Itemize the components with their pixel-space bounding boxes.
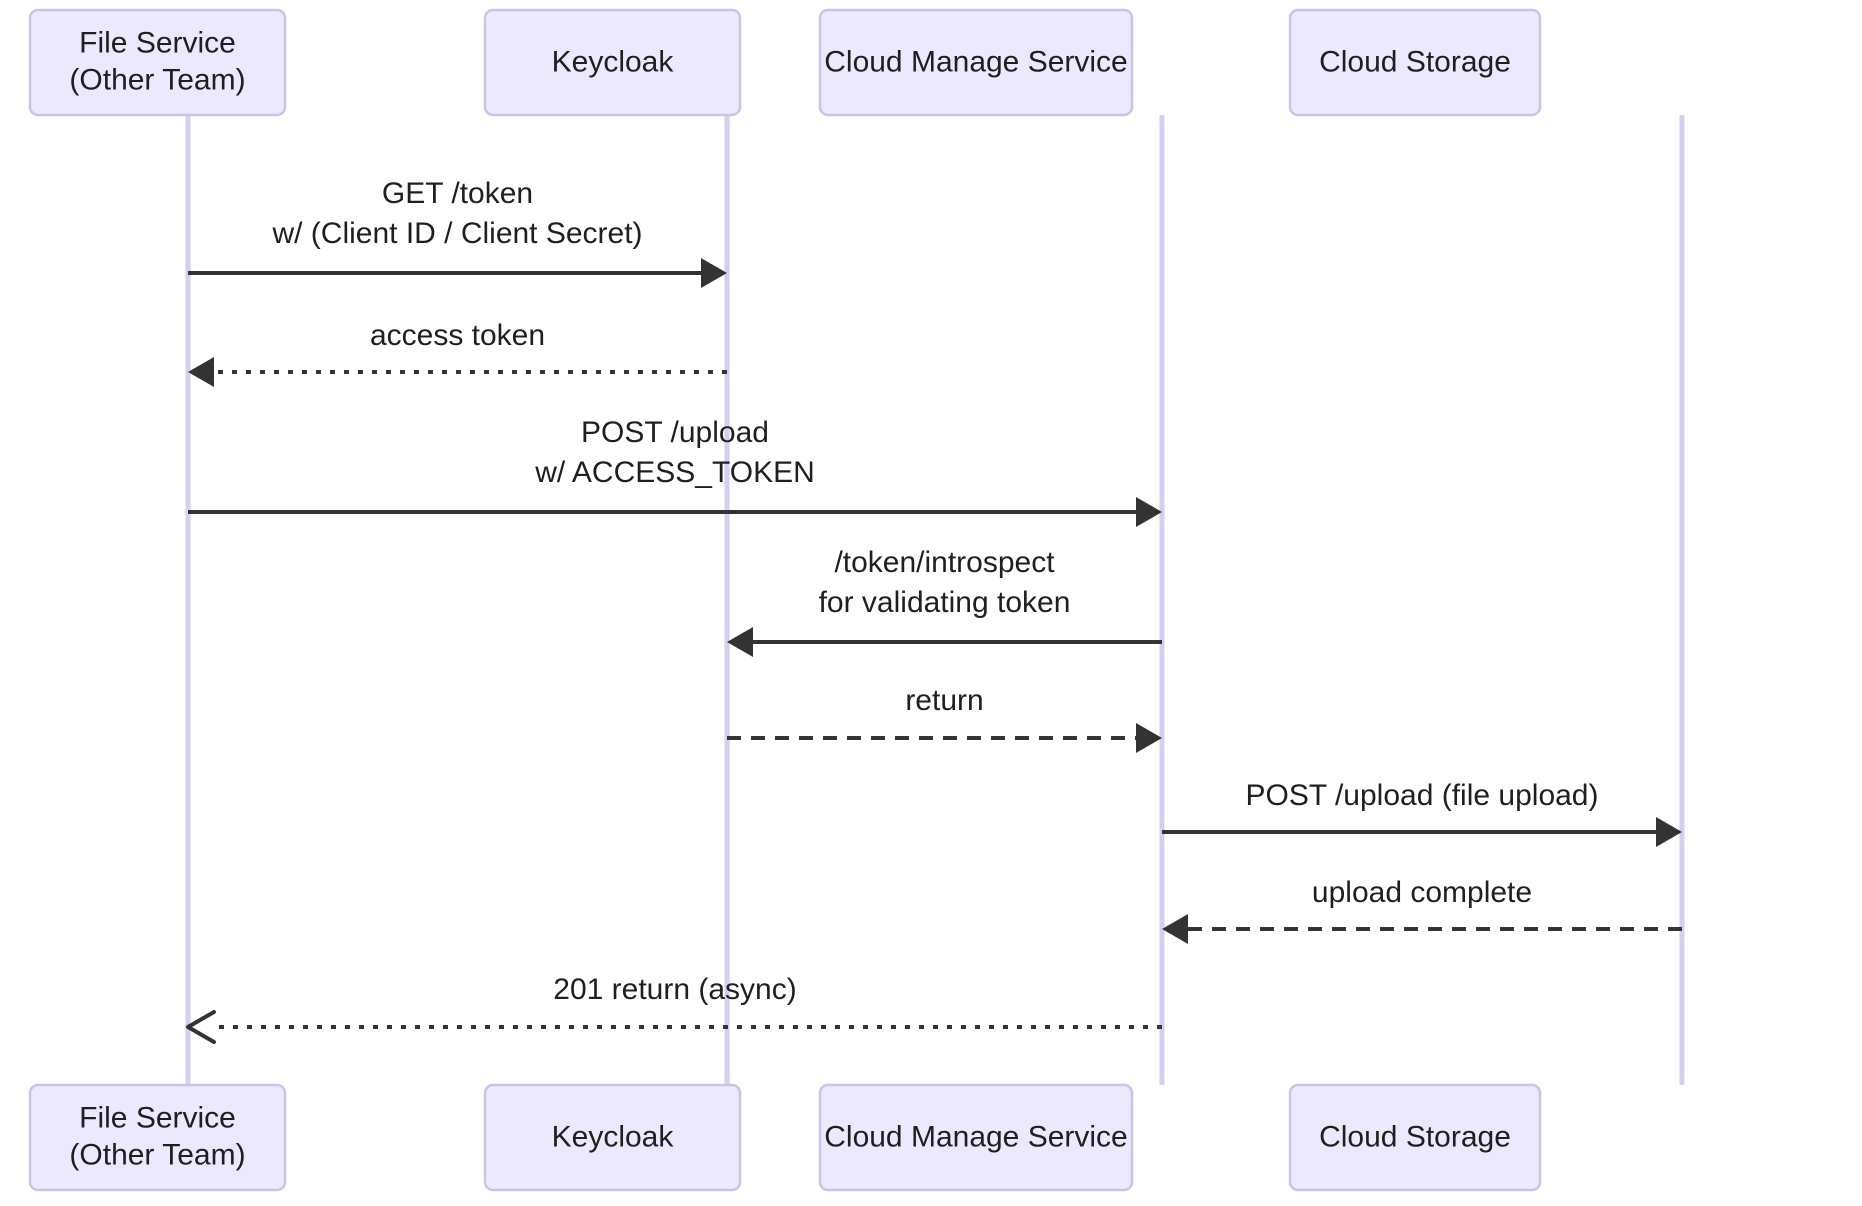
arrowhead-icon <box>701 258 727 288</box>
participant-box-rect <box>1288 1083 1542 1192</box>
message-label: upload complete <box>1312 876 1532 909</box>
message-1-file-service-to-keycloak[interactable]: GET /token w/ (Client ID / Client Secret) <box>188 177 727 288</box>
message-8-cloud-manage-service-to-file-service[interactable]: 201 return (async) <box>186 973 1162 1044</box>
participant-file-service-bottom[interactable]: File Service (Other Team) <box>28 1083 287 1192</box>
participant-label: Keycloak <box>552 45 675 78</box>
message-label: POST /upload (file upload) <box>1246 779 1599 812</box>
participant-label: Cloud Manage Service <box>824 45 1128 78</box>
arrowhead-icon <box>188 357 214 387</box>
arrowhead-icon <box>1136 497 1162 527</box>
participant-box-rect <box>818 1083 1134 1192</box>
message-label: access token <box>370 319 545 352</box>
lifelines-group <box>185 115 1685 1085</box>
participant-file-service-top[interactable]: File Service (Other Team) <box>28 8 287 117</box>
arrowhead-open-icon <box>186 1010 216 1044</box>
message-label: POST /upload <box>581 416 769 449</box>
participant-keycloak-top[interactable]: Keycloak <box>483 8 742 117</box>
participant-box-rect <box>28 8 287 117</box>
message-label: return <box>905 684 983 717</box>
message-7-cloud-storage-to-cloud-manage-service[interactable]: upload complete <box>1162 876 1682 944</box>
participant-label: File Service <box>79 26 236 59</box>
message-6-cloud-manage-service-to-cloud-storage[interactable]: POST /upload (file upload) <box>1162 779 1682 847</box>
arrowhead-icon <box>727 627 753 657</box>
arrowhead-icon <box>1136 723 1162 753</box>
participant-label: Keycloak <box>552 1120 675 1153</box>
message-label: w/ ACCESS_TOKEN <box>534 456 815 489</box>
arrowhead-icon <box>1162 914 1188 944</box>
participant-label: File Service <box>79 1101 236 1134</box>
message-4-cloud-manage-service-to-keycloak[interactable]: /token/introspect for validating token <box>727 546 1162 657</box>
message-5-keycloak-to-cloud-manage-service[interactable]: return <box>727 684 1162 753</box>
message-label: 201 return (async) <box>553 973 796 1006</box>
participants-bottom-group: File Service (Other Team) Keycloak Cloud Ma… <box>28 1083 1542 1192</box>
message-3-file-service-to-cloud-manage-service[interactable]: POST /upload w/ ACCESS_TOKEN <box>188 416 1162 527</box>
participant-box-rect <box>28 1083 287 1192</box>
participants-top-group: File Service (Other Team) Keycloak Cloud Ma… <box>28 8 1542 117</box>
participant-cloud-storage-top[interactable]: Cloud Storage <box>1288 8 1542 117</box>
message-label: GET /token <box>382 177 533 210</box>
participant-box-rect <box>483 8 742 117</box>
participant-box-rect <box>483 1083 742 1192</box>
participant-cloud-storage-bottom[interactable]: Cloud Storage <box>1288 1083 1542 1192</box>
participant-label: Cloud Storage <box>1319 1120 1511 1153</box>
participant-label: (Other Team) <box>69 63 245 96</box>
participant-label: Cloud Storage <box>1319 45 1511 78</box>
participant-box-rect <box>1288 8 1542 117</box>
message-label: for validating token <box>819 586 1071 619</box>
participant-box-rect <box>818 8 1134 117</box>
arrowhead-icon <box>1656 817 1682 847</box>
message-label: /token/introspect <box>834 546 1055 579</box>
participant-keycloak-bottom[interactable]: Keycloak <box>483 1083 742 1192</box>
participant-cloud-manage-service-bottom[interactable]: Cloud Manage Service <box>818 1083 1134 1192</box>
participant-cloud-manage-service-top[interactable]: Cloud Manage Service <box>818 8 1134 117</box>
messages-group: GET /token w/ (Client ID / Client Secret)… <box>186 177 1682 1044</box>
participant-label: Cloud Manage Service <box>824 1120 1128 1153</box>
message-2-keycloak-to-file-service[interactable]: access token <box>188 319 727 387</box>
message-label: w/ (Client ID / Client Secret) <box>271 217 642 250</box>
participant-label: (Other Team) <box>69 1138 245 1171</box>
